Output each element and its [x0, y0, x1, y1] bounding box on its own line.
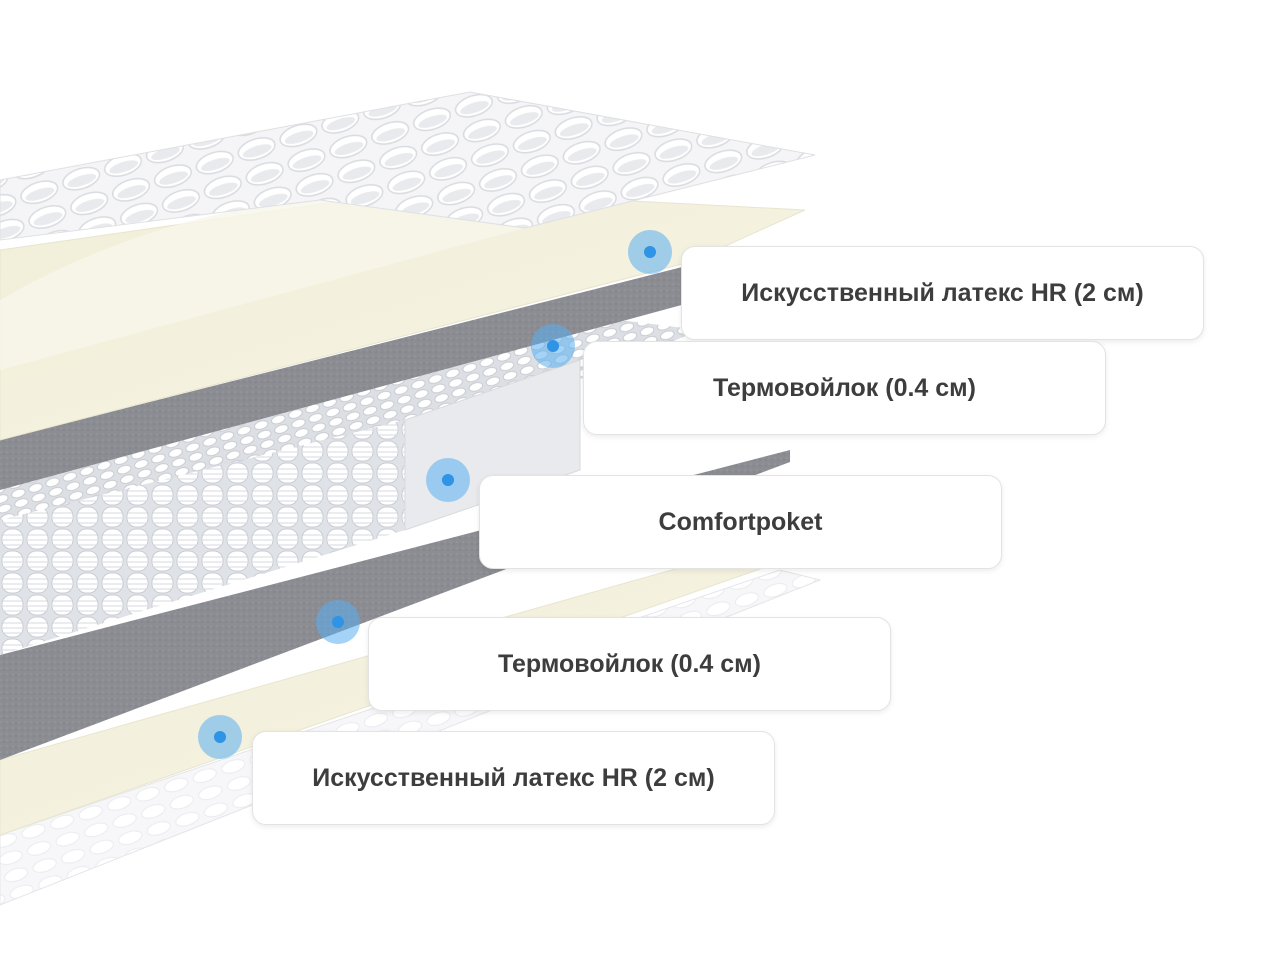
quilted-top-cover: [0, 91, 816, 241]
hotspot-latex-top[interactable]: [628, 230, 672, 274]
spring-block-side: [0, 420, 405, 655]
label-card-latex-bottom: Искусственный латекс HR (2 см): [252, 731, 775, 825]
layer-label: Comfortpoket: [658, 507, 823, 536]
layer-label: Термовойлок (0.4 см): [712, 373, 976, 402]
hotspot-latex-bottom[interactable]: [198, 715, 242, 759]
label-card-latex-top: Искусственный латекс HR (2 см): [681, 246, 1204, 340]
hotspot-dot: [332, 616, 344, 628]
hotspot-felt-bottom[interactable]: [316, 600, 360, 644]
hotspot-springs[interactable]: [426, 458, 470, 502]
layer-label: Искусственный латекс HR (2 см): [741, 278, 1144, 307]
top-latex-wave: [0, 199, 525, 370]
hotspot-dot: [644, 246, 656, 258]
label-card-springs: Comfortpoket: [479, 475, 1002, 569]
top-felt-layer: [0, 265, 700, 490]
layer-label: Искусственный латекс HR (2 см): [312, 763, 715, 792]
hotspot-dot: [214, 731, 226, 743]
hotspot-dot: [442, 474, 454, 486]
hotspot-dot: [547, 340, 559, 352]
hotspot-felt-top[interactable]: [531, 324, 575, 368]
label-card-felt-bottom: Термовойлок (0.4 см): [368, 617, 891, 711]
label-card-felt-top: Термовойлок (0.4 см): [583, 341, 1106, 435]
layer-label: Термовойлок (0.4 см): [497, 649, 761, 678]
